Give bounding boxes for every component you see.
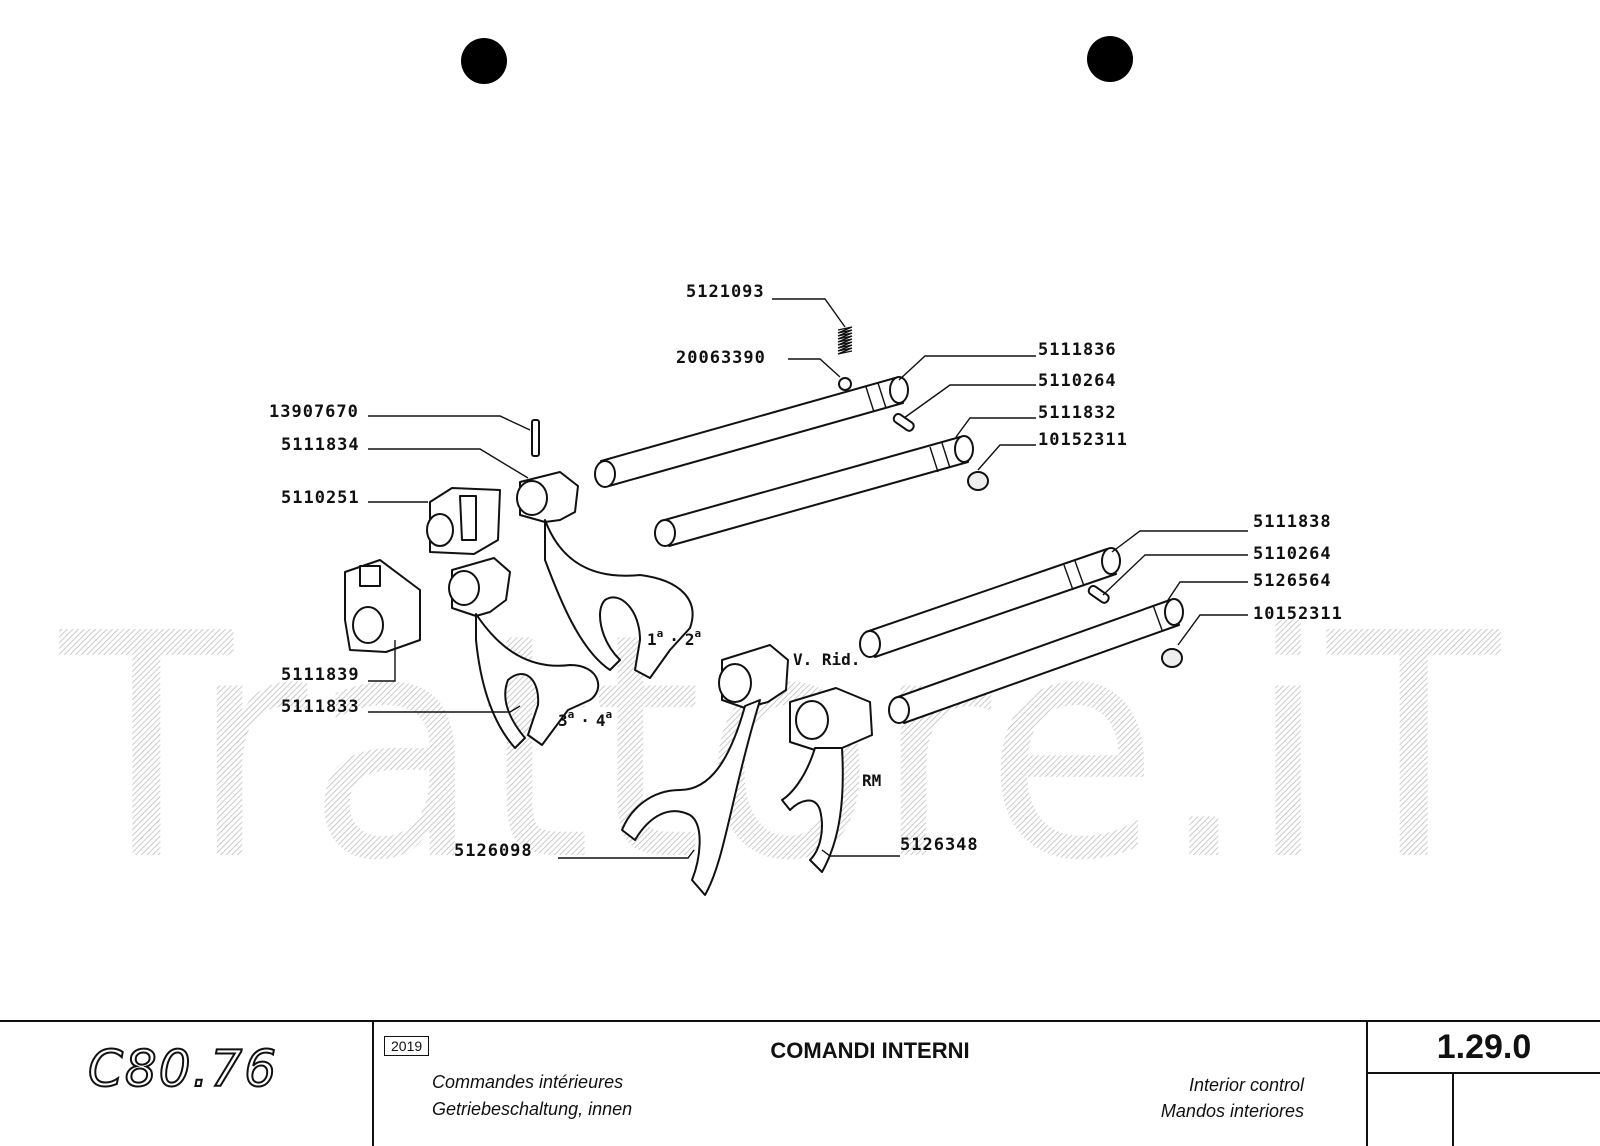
partnum-20063390: 20063390 bbox=[676, 348, 766, 368]
page-number: 1.29.0 bbox=[1436, 1028, 1532, 1066]
spring-5121093 bbox=[837, 326, 853, 355]
ball-20063390 bbox=[838, 377, 852, 391]
pin-5110264-upper bbox=[892, 412, 915, 432]
shaft-5111832 bbox=[654, 435, 974, 547]
gear-3: 3 bbox=[558, 711, 568, 730]
partnum-5126098: 5126098 bbox=[454, 841, 533, 861]
gear-1-2-sep: · bbox=[669, 630, 679, 649]
partnum-5111832: 5111832 bbox=[1038, 403, 1117, 423]
fork-5126098 bbox=[621, 644, 789, 896]
gear-3-sup: a bbox=[568, 708, 575, 721]
gear-1-sup: a bbox=[657, 627, 664, 640]
gear-label-3-4: 3a·4a bbox=[558, 708, 612, 730]
gear-2-sup: a bbox=[695, 627, 702, 640]
partnum-5111838: 5111838 bbox=[1253, 512, 1332, 532]
shaft-5111838 bbox=[859, 547, 1121, 658]
title-cell: 2019 COMANDI INTERNI Commandes intérieur… bbox=[374, 1022, 1368, 1146]
watermark: Trattore.iT bbox=[56, 568, 1504, 929]
fork-5111834 bbox=[516, 471, 694, 679]
fork-5111833 bbox=[448, 557, 600, 749]
fork-5126348 bbox=[781, 687, 873, 873]
gear-label-vrid: V. Rid. bbox=[793, 650, 860, 669]
title-italian: COMANDI INTERNI bbox=[770, 1038, 970, 1063]
section-code: 2019 bbox=[384, 1036, 430, 1056]
gear-2: 2 bbox=[685, 630, 695, 649]
partnum-5121093: 5121093 bbox=[686, 282, 765, 302]
shaft-5111836 bbox=[594, 376, 909, 488]
partnum-5126348: 5126348 bbox=[900, 835, 979, 855]
partnum-5111836: 5111836 bbox=[1038, 340, 1117, 360]
model-logo: C80.76 bbox=[87, 1039, 279, 1099]
partnum-5110264-upper: 5110264 bbox=[1038, 371, 1117, 391]
partnum-5110264-lower: 5110264 bbox=[1253, 544, 1332, 564]
title-french: Commandes intérieures bbox=[432, 1072, 624, 1092]
binder-hole-right bbox=[1087, 36, 1133, 82]
pin-5110264-lower bbox=[1087, 584, 1110, 604]
leader-lines bbox=[368, 298, 1248, 859]
page-cell-subdivider bbox=[1452, 1072, 1454, 1146]
gear-3-4-sep: · bbox=[580, 711, 590, 730]
block-5111839 bbox=[344, 559, 421, 653]
model-logo-cell: C80.76 bbox=[0, 1022, 374, 1146]
partnum-5126564: 5126564 bbox=[1253, 571, 1332, 591]
title-block: C80.76 2019 COMANDI INTERNI Commandes in… bbox=[0, 1020, 1600, 1146]
gear-label-1-2: 1a·2a bbox=[647, 627, 701, 649]
partnum-5111833: 5111833 bbox=[281, 697, 360, 717]
page-cell-divider bbox=[1368, 1072, 1600, 1074]
partnum-10152311-upper: 10152311 bbox=[1038, 430, 1128, 450]
gear-label-rm: RM bbox=[862, 771, 881, 790]
partnum-13907670: 13907670 bbox=[269, 402, 359, 422]
plug-10152311-upper bbox=[967, 471, 989, 491]
gear-4: 4 bbox=[596, 711, 606, 730]
page-number-cell: 1.29.0 bbox=[1368, 1022, 1600, 1146]
partnum-10152311-lower: 10152311 bbox=[1253, 604, 1343, 624]
shaft-5126564 bbox=[888, 598, 1184, 724]
binder-hole-left bbox=[461, 38, 507, 84]
title-spanish: Mandos interiores bbox=[1160, 1101, 1304, 1121]
roll-pin-13907670 bbox=[531, 419, 540, 457]
partnum-5111839: 5111839 bbox=[281, 665, 360, 685]
title-english: Interior control bbox=[1188, 1075, 1304, 1095]
partnum-5110251: 5110251 bbox=[281, 488, 360, 508]
block-5110251 bbox=[426, 487, 501, 555]
partnum-5111834: 5111834 bbox=[281, 435, 360, 455]
gear-1: 1 bbox=[647, 630, 657, 649]
plug-10152311-lower bbox=[1161, 648, 1183, 668]
title-german: Getriebeschaltung, innen bbox=[432, 1099, 633, 1119]
gear-4-sup: a bbox=[606, 708, 613, 721]
